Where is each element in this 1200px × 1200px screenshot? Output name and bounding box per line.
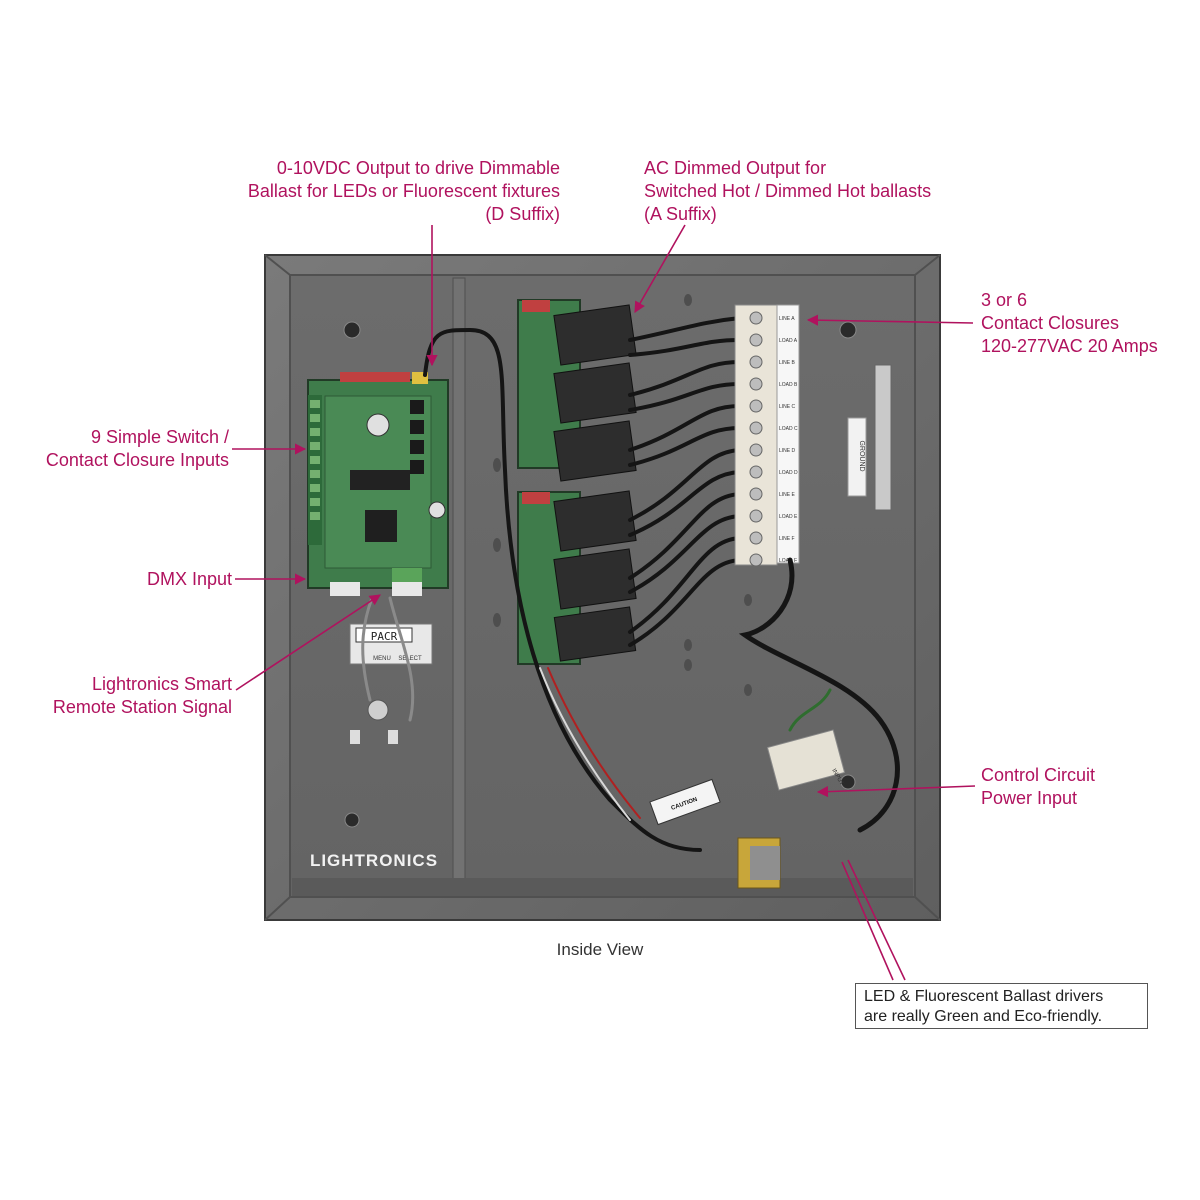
keypad-menu-label: MENU — [373, 656, 391, 662]
keypad-select-label: SELECT — [398, 656, 422, 662]
callout-line: Control Circuit — [981, 765, 1096, 785]
inside-view-caption: Inside View — [556, 940, 644, 959]
terminal-label: LINE F — [779, 536, 795, 542]
callout-line: DMX Input — [146, 569, 232, 589]
control-board — [307, 372, 449, 596]
note-line: are really Green and Eco-friendly. — [864, 1008, 1103, 1025]
callout-dmx-input: DMX Input — [0, 568, 232, 591]
display-readout: PACR — [371, 630, 398, 643]
callout-switch-inputs: 9 Simple Switch / Contact Closure Inputs — [0, 426, 229, 472]
callout-contact-closures: 3 or 6 Contact Closures 120-277VAC 20 Am… — [981, 289, 1158, 358]
callout-line: Contact Closures — [981, 313, 1120, 333]
ground-label: GROUND — [858, 440, 865, 471]
callout-line: AC Dimmed Output for — [644, 158, 827, 178]
lightronics-logo: LIGHTRONICS — [310, 851, 438, 870]
keyhole-slots — [493, 294, 752, 696]
terminal-screw-icon — [749, 311, 763, 567]
leader-arrow — [232, 224, 976, 981]
mounting-screw-icon — [343, 321, 857, 828]
terminal-label: LOAD E — [779, 514, 798, 520]
callout-remote-station: Lightronics Smart Remote Station Signal — [0, 673, 232, 719]
terminal-label: LINE D — [779, 448, 796, 454]
caution-label: CAUTION — [649, 778, 721, 826]
cable-clamp — [350, 699, 398, 744]
callout-line: Switched Hot / Dimmed Hot ballasts — [644, 181, 932, 201]
transformer — [737, 837, 781, 889]
relay-modules — [553, 304, 637, 662]
terminal-label: LINE A — [779, 316, 795, 322]
terminal-label: LOAD C — [779, 426, 798, 432]
callout-line: Ballast for LEDs or Fluorescent fixtures — [247, 181, 560, 201]
terminal-label: LOAD B — [779, 382, 798, 388]
callout-ac-dimmed-output: AC Dimmed Output for Switched Hot / Dimm… — [644, 157, 931, 226]
callout-line: (A Suffix) — [644, 204, 717, 224]
callout-line: (D Suffix) — [485, 204, 560, 224]
terminal-label: LOAD A — [779, 338, 798, 344]
callout-line: 0-10VDC Output to drive Dimmable — [276, 158, 560, 178]
callout-line: Contact Closure Inputs — [45, 450, 229, 470]
relay-wires — [628, 316, 742, 647]
callout-line: 9 Simple Switch / — [90, 427, 229, 447]
terminal-label: LINE E — [779, 492, 796, 498]
terminal-label: LINE C — [779, 404, 796, 410]
wiring — [361, 327, 900, 852]
terminal-block: LINE A LOAD A LINE B LOAD B LINE C LOAD … — [734, 304, 800, 567]
callout-line: Remote Station Signal — [52, 697, 232, 717]
eco-note-box: LED & Fluorescent Ballast drivers are re… — [855, 983, 1148, 1029]
callout-line: 120-277VAC 20 Amps — [981, 336, 1158, 356]
callout-0-10vdc-output: 0-10VDC Output to drive Dimmable Ballast… — [220, 157, 560, 226]
callout-control-power: Control Circuit Power Input — [981, 764, 1095, 810]
note-line: LED & Fluorescent Ballast drivers — [864, 988, 1104, 1005]
terminal-label: LOAD D — [779, 470, 798, 476]
callout-line: Power Input — [981, 788, 1078, 808]
ground-bar: GROUND — [847, 364, 892, 511]
power-input-block: INPUT — [766, 729, 846, 791]
callout-line: Lightronics Smart — [91, 674, 232, 694]
callout-line: 3 or 6 — [981, 290, 1028, 310]
terminal-label: LINE B — [779, 360, 796, 366]
